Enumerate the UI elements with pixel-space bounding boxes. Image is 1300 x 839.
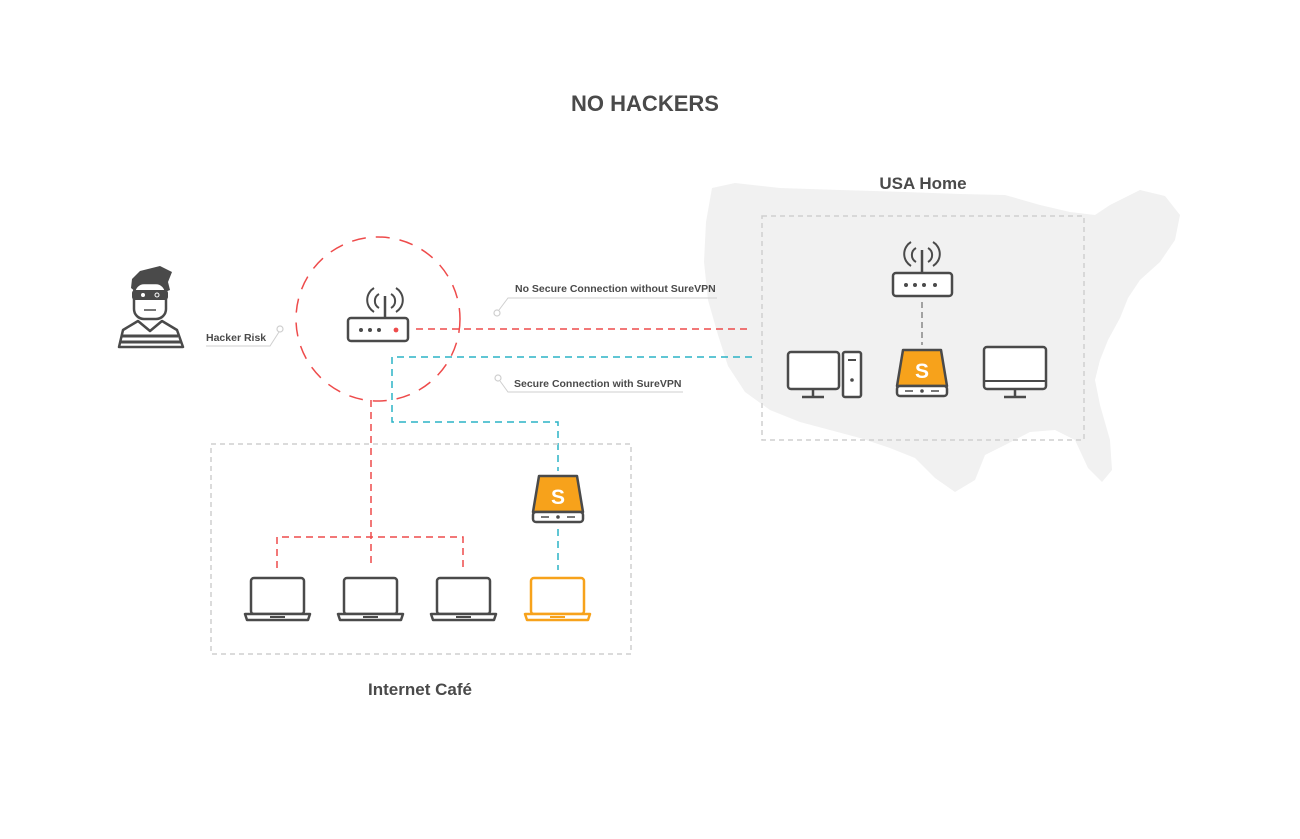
secure-leader bbox=[499, 380, 683, 393]
vpn-device-letter: S bbox=[551, 486, 565, 509]
cafe-lan-lines bbox=[276, 400, 464, 568]
vpn-device-icon: S bbox=[895, 348, 949, 398]
laptop-icon bbox=[243, 576, 312, 622]
no-secure-leader bbox=[498, 297, 717, 311]
vpn-device-letter: S bbox=[915, 360, 929, 383]
vpn-device-icon: S bbox=[531, 474, 585, 524]
usa-map-icon bbox=[704, 183, 1180, 492]
laptop-icon bbox=[336, 576, 405, 622]
diagram-title: NO HACKERS bbox=[571, 91, 719, 116]
monitor-icon bbox=[982, 345, 1048, 399]
internet-cafe-label: Internet Café bbox=[368, 680, 472, 699]
no-secure-connection-label: No Secure Connection without SureVPN bbox=[515, 283, 716, 295]
usa-home-frame bbox=[761, 215, 1085, 441]
hacker-risk-label: Hacker Risk bbox=[206, 332, 266, 344]
laptop-icon bbox=[429, 576, 498, 622]
hacker-icon bbox=[117, 266, 185, 349]
hacker-risk-leader bbox=[206, 331, 280, 347]
desktop-computer-icon bbox=[786, 350, 863, 399]
secure-connection-line bbox=[391, 356, 752, 471]
hacker-risk-zone bbox=[295, 236, 461, 402]
secure-laptop-icon bbox=[523, 576, 592, 622]
usa-home-label: USA Home bbox=[879, 174, 966, 193]
router-icon bbox=[891, 241, 954, 298]
secure-connection-label: Secure Connection with SureVPN bbox=[514, 378, 681, 390]
router-icon bbox=[346, 287, 410, 343]
internet-cafe-frame bbox=[210, 443, 632, 655]
